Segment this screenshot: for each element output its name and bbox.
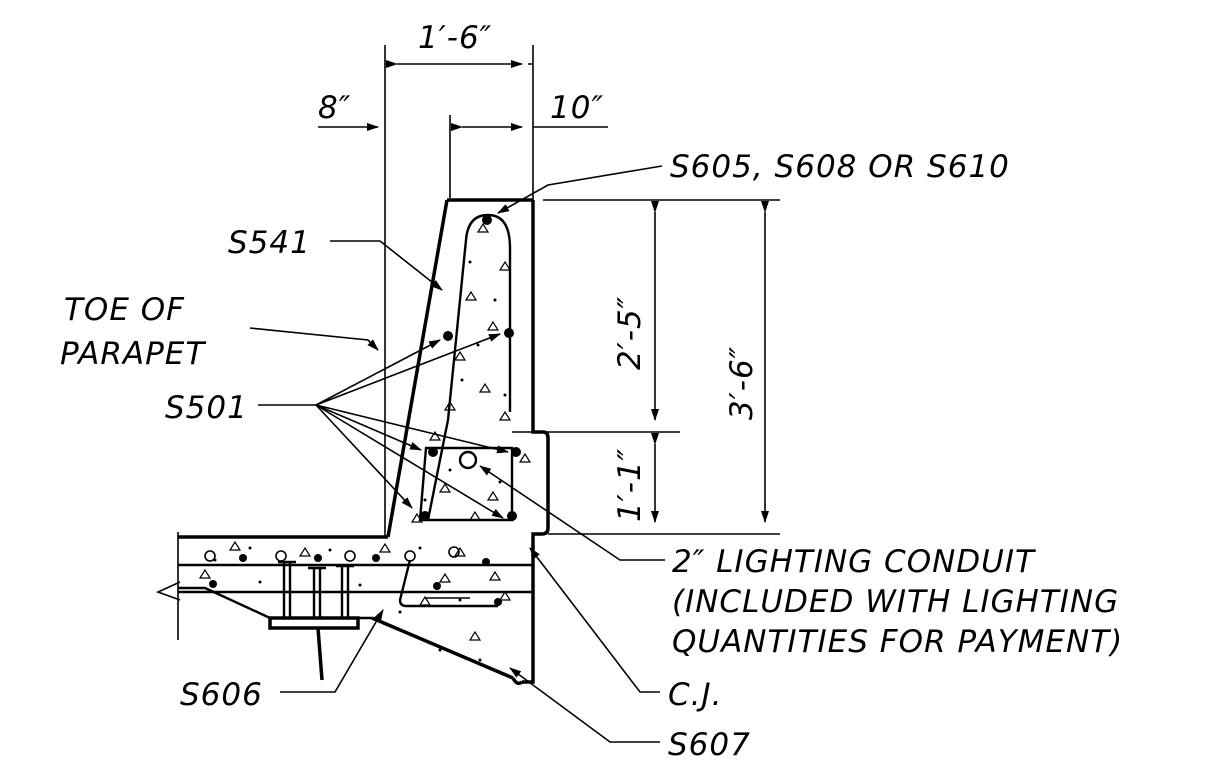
dim-upper-height: 2′-5″ xyxy=(612,296,648,370)
dim-top-inner: 10″ xyxy=(550,90,604,126)
dim-total-height: 3′-6″ xyxy=(724,346,760,420)
label-top-bars: S605, S608 OR S610 xyxy=(670,149,1010,185)
label-toe-line1: TOE OF xyxy=(64,292,185,328)
reinforcement-bars xyxy=(204,213,521,681)
label-joint: C.J. xyxy=(668,677,723,713)
conduit-circle xyxy=(458,450,478,470)
label-conduit-line1: 2″ LIGHTING CONDUIT xyxy=(672,544,1036,580)
s606-bar xyxy=(398,559,498,608)
label-longitudinal: S501 xyxy=(165,390,248,426)
concrete-dots xyxy=(213,260,507,662)
s605-bar xyxy=(446,213,512,421)
dim-lower-height: 1′-1″ xyxy=(612,448,648,522)
label-face-bar: S541 xyxy=(228,225,311,261)
dim-top-width: 1′-6″ xyxy=(418,20,492,56)
label-deck-left: S606 xyxy=(180,677,263,713)
leader-lines xyxy=(249,165,665,743)
parapet-outline xyxy=(155,198,550,686)
label-deck-right: S607 xyxy=(668,727,751,761)
lower-stirrup xyxy=(418,446,514,522)
label-conduit-line3: QUANTITIES FOR PAYMENT) xyxy=(672,624,1123,660)
dimension-lines xyxy=(318,45,780,537)
label-toe-line2: PARAPET xyxy=(60,336,206,372)
concrete-hatch xyxy=(198,222,532,641)
label-conduit-line2: (INCLUDED WITH LIGHTING xyxy=(672,584,1119,620)
dim-left-offset: 8″ xyxy=(318,90,351,126)
